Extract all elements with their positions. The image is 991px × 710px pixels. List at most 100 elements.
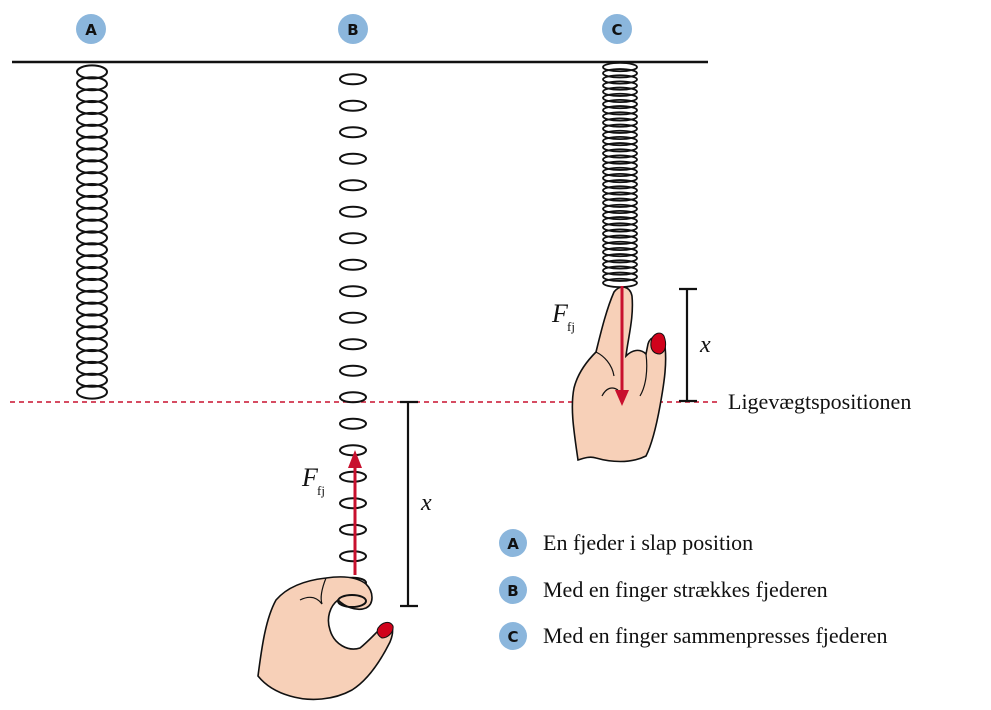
spring-coil xyxy=(76,372,108,388)
spring-coil xyxy=(76,88,108,104)
spring-coil xyxy=(339,205,367,218)
spring-coil xyxy=(76,360,108,376)
spring-coil xyxy=(339,444,367,457)
spring-coil xyxy=(76,218,108,234)
spring-coil xyxy=(602,191,638,202)
spring-coil xyxy=(602,222,638,233)
spring-coil xyxy=(602,148,638,159)
spring-coil xyxy=(76,76,108,92)
spring-coil xyxy=(339,152,367,165)
spring-coil xyxy=(602,80,638,91)
displacement-label-b: x xyxy=(420,490,432,516)
legend-item-a: A En fjeder i slap position xyxy=(499,529,753,557)
spring-coil xyxy=(602,142,638,153)
spring-coil xyxy=(76,349,108,364)
spring-coil xyxy=(602,265,638,276)
spring-coil xyxy=(76,337,108,353)
displacement-label-c: x xyxy=(699,332,711,358)
legend-item-c: C Med en finger sammenpresses fjederen xyxy=(499,622,888,650)
spring-coil xyxy=(602,203,638,215)
legend-badge-a: A xyxy=(507,535,519,553)
spring-coil xyxy=(76,277,108,293)
force-symbol-b: F xyxy=(301,463,319,492)
spring-coil xyxy=(602,271,638,282)
force-symbol-c: F xyxy=(551,299,569,328)
spring-coil xyxy=(602,61,638,73)
legend-item-b: B Med en finger strækkes fjederen xyxy=(499,576,828,604)
spring-coil xyxy=(339,311,367,324)
spring-coil xyxy=(602,240,638,252)
force-subscript-c: fj xyxy=(567,319,575,334)
spring-coil xyxy=(76,159,108,175)
spring-coil xyxy=(602,105,638,116)
spring-coil xyxy=(76,266,108,281)
spring-coil xyxy=(339,391,367,404)
spring-coil xyxy=(602,234,638,245)
legend-badge-b: B xyxy=(507,582,518,600)
spring-coil xyxy=(602,92,638,104)
displacement-bracket-c xyxy=(679,287,697,403)
spring-coil xyxy=(602,246,638,258)
legend: A En fjeder i slap position B Med en fin… xyxy=(499,529,888,650)
equilibrium-label: Ligevægtspositionen xyxy=(728,389,911,414)
legend-badge-c: C xyxy=(507,628,518,646)
spring-coil xyxy=(76,183,108,198)
spring-coil xyxy=(339,550,367,563)
spring-compressed xyxy=(602,61,638,289)
spring-coil xyxy=(76,313,108,329)
badge-b-label: B xyxy=(347,21,358,39)
spring-coil xyxy=(339,523,367,536)
spring-coil xyxy=(602,277,638,289)
force-label-b: F fj xyxy=(301,463,325,498)
hand-stretching-icon xyxy=(257,576,394,701)
badge-a-label: A xyxy=(85,21,97,39)
spring-coil xyxy=(339,470,367,483)
spring-coil xyxy=(602,253,638,264)
spring-coil xyxy=(602,259,638,270)
spring-coil xyxy=(76,194,108,210)
spring-coil xyxy=(339,417,367,430)
spring-coil xyxy=(76,301,108,317)
spring-stretched xyxy=(339,73,367,589)
spring-coil xyxy=(602,185,638,196)
badge-b: B xyxy=(338,14,368,44)
spring-coil xyxy=(76,206,108,222)
spring-coil xyxy=(76,100,108,115)
spring-coil xyxy=(76,325,108,341)
spring-coil xyxy=(602,117,638,128)
spring-coil xyxy=(602,123,638,134)
spring-coil xyxy=(602,166,638,178)
spring-coil xyxy=(76,289,108,305)
spring-coil xyxy=(339,179,367,192)
force-subscript-b: fj xyxy=(317,483,325,498)
force-label-c: F fj xyxy=(551,299,575,334)
spring-coil xyxy=(339,258,367,271)
spring-coil xyxy=(76,111,108,127)
displacement-bracket-b xyxy=(400,400,418,608)
spring-coil xyxy=(76,384,108,400)
badge-a: A xyxy=(76,14,106,44)
hand-compressing-icon xyxy=(571,286,667,463)
spring-coil xyxy=(76,242,108,258)
force-arrow-c xyxy=(615,286,629,406)
spring-coil xyxy=(76,230,108,246)
spring-coil xyxy=(602,98,638,110)
spring-coil xyxy=(602,86,638,97)
spring-coil xyxy=(76,147,108,163)
spring-coil xyxy=(602,129,638,141)
legend-text-c: Med en finger sammenpresses fjederen xyxy=(543,623,888,648)
spring-coil xyxy=(76,254,108,270)
spring-coil xyxy=(602,111,638,122)
spring-coil xyxy=(602,68,638,79)
spring-coil xyxy=(602,160,638,171)
spring-coil xyxy=(602,216,638,227)
spring-coil xyxy=(339,232,367,245)
legend-text-b: Med en finger strækkes fjederen xyxy=(543,577,828,602)
spring-coil xyxy=(339,285,367,298)
legend-text-a: En fjeder i slap position xyxy=(543,530,753,555)
badge-c-label: C xyxy=(611,21,622,39)
spring-coil xyxy=(76,64,108,80)
spring-coil xyxy=(76,135,108,151)
